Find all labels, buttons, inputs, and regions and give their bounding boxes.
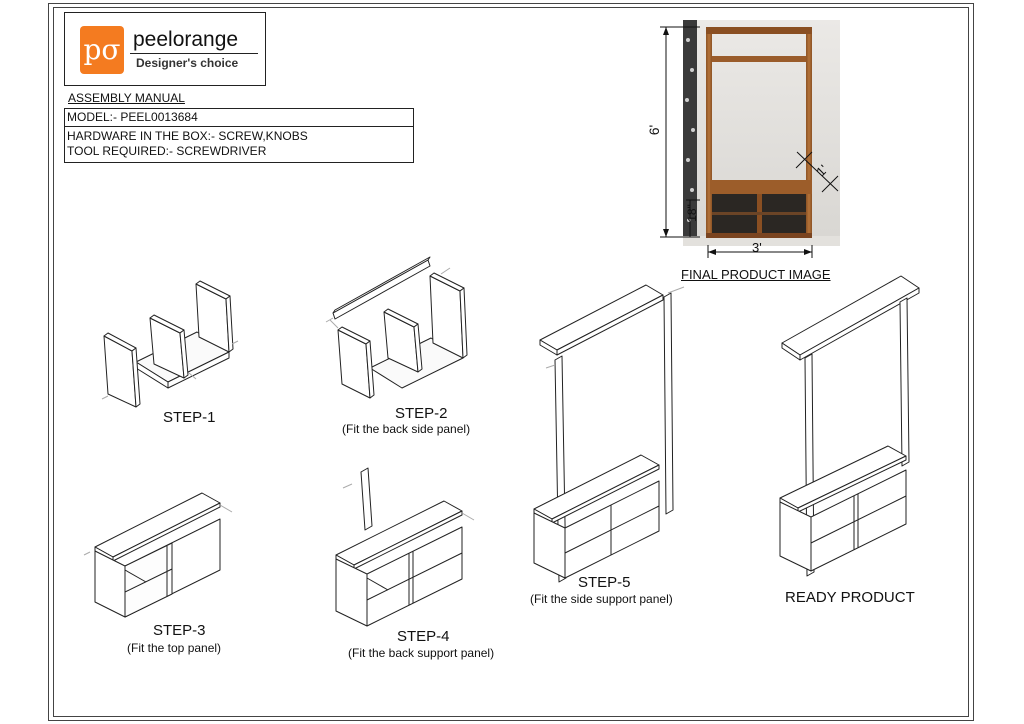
step-1-drawing [103,280,234,408]
manual-title: ASSEMBLY MANUAL [68,91,185,105]
step-2-note: (Fit the back side panel) [342,422,471,436]
step-5-drawing [533,284,674,583]
final-product-photo [683,20,840,246]
info-box [64,108,414,163]
step-5-note: (Fit the side support panel) [530,592,673,606]
page-border-inner [53,7,969,717]
tool-required: TOOL REQUIRED:- SCREWDRIVER [67,144,267,158]
step-5-title: STEP-5 [578,574,631,591]
ready-product-title: READY PRODUCT [785,589,915,606]
step-3-note: (Fit the top panel) [127,641,222,655]
dimension-lines [660,26,839,258]
final-product-caption: FINAL PRODUCT IMAGE [681,267,831,282]
step-1-title: STEP-1 [163,409,216,426]
page-border-outer [48,3,974,721]
dimension-height: 6' [646,124,663,136]
step-2-drawing [332,256,468,399]
brand-divider [130,53,258,54]
logo-box [64,12,266,86]
step-4-drawing [335,467,463,627]
step-3-title: STEP-3 [153,622,206,639]
model-number: MODEL:- PEEL0013684 [67,110,198,124]
step-2-title: STEP-2 [395,405,448,422]
dimension-base: 18" [684,204,699,222]
step-4-note: (Fit the back support panel) [348,646,495,660]
dimension-width: 3' [752,240,762,255]
ready-product-drawing [779,275,920,577]
step-4-title: STEP-4 [397,628,450,645]
brand-name: peelorange [133,28,239,51]
brand-tagline: Designer's choice [136,56,239,70]
step-3-drawing [94,492,221,618]
hardware-list: HARDWARE IN THE BOX:- SCREW,KNOBS [67,129,308,143]
brand-logo-icon: pσ [80,26,124,74]
